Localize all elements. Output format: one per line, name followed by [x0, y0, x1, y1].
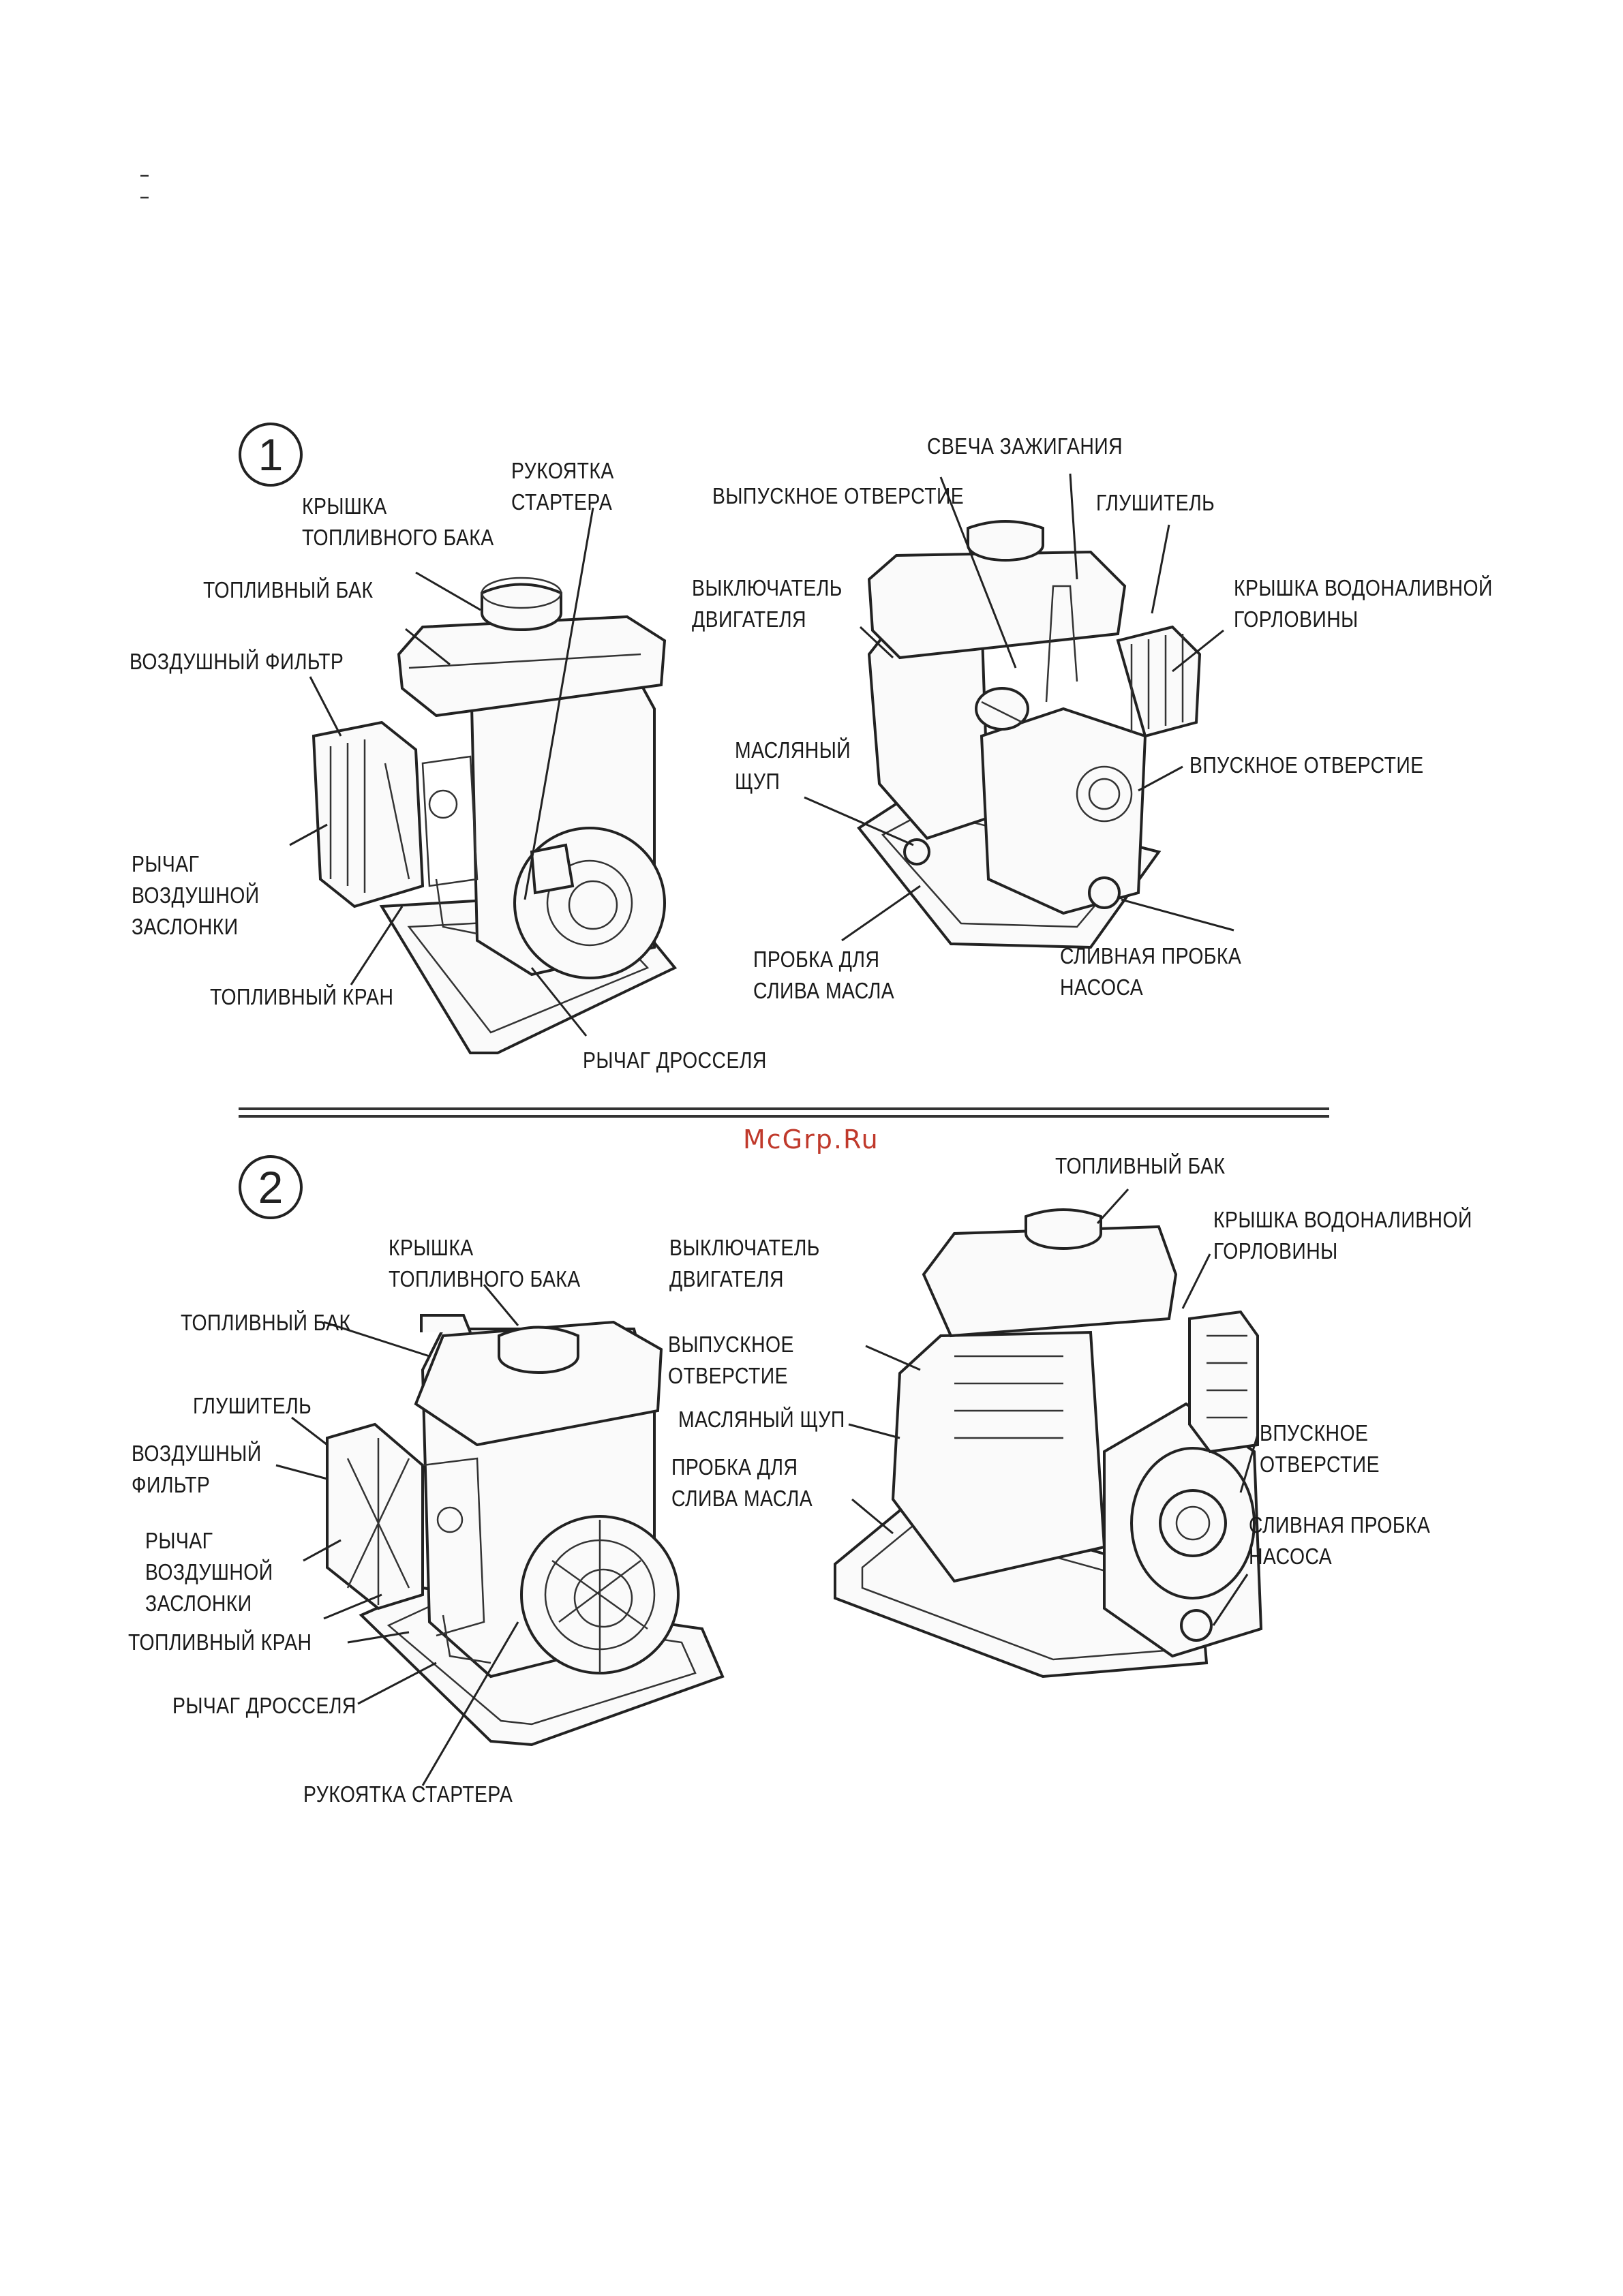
label-pump-drain-2: СЛИВНАЯ ПРОБКА НАСОСА	[1249, 1512, 1431, 1569]
label-fuel-tank-3: ТОПЛИВНЫЙ БАК	[1055, 1153, 1226, 1178]
label-fuel-tank-cap-2: КРЫШКА ТОПЛИВНОГО БАКА	[389, 1235, 581, 1291]
label-inlet: ВПУСКНОЕ ОТВЕРСТИЕ	[1189, 752, 1424, 778]
pump-1-front-drawing	[312, 577, 678, 1054]
label-engine-switch: ВЫКЛЮЧАТЕЛЬ ДВИГАТЕЛЯ	[692, 575, 843, 632]
pump-2-front-drawing	[326, 1314, 725, 1747]
label-starter-handle-2: РУКОЯТКА СТАРТЕРА	[303, 1781, 513, 1807]
watermark: McGrp.Ru	[743, 1124, 879, 1154]
label-dipstick: МАСЛЯНЫЙ ЩУП	[735, 737, 851, 794]
label-air-filter-2: ВОЗДУШНЫЙ ФИЛЬТР	[132, 1441, 262, 1497]
figure-2-leader-lines	[275, 1188, 1259, 1786]
label-starter-handle: РУКОЯТКА СТАРТЕРА	[511, 458, 614, 515]
label-fuel-valve-2: ТОПЛИВНЫЙ КРАН	[128, 1629, 312, 1655]
label-spark-plug: СВЕЧА ЗАЖИГАНИЯ	[927, 433, 1123, 459]
label-fuel-tank: ТОПЛИВНЫЙ БАК	[203, 577, 374, 602]
section-marker-1: 1	[239, 423, 303, 487]
label-outlet: ВЫПУСКНОЕ ОТВЕРСТИЕ	[712, 483, 965, 508]
section-divider-second	[239, 1115, 1329, 1118]
label-choke-lever: РЫЧАГ ВОЗДУШНОЙ ЗАСЛОНКИ	[132, 851, 260, 939]
label-fuel-valve: ТОПЛИВНЫЙ КРАН	[210, 984, 394, 1009]
label-dipstick-2: МАСЛЯНЫЙ ЩУП	[678, 1407, 845, 1432]
label-outlet-2: ВЫПУСКНОЕ ОТВЕРСТИЕ	[668, 1332, 794, 1388]
pump-2-rear-drawing	[834, 1208, 1263, 1679]
label-muffler: ГЛУШИТЕЛЬ	[1096, 490, 1215, 515]
label-throttle-lever: РЫЧАГ ДРОССЕЛЯ	[583, 1047, 767, 1073]
pump-1-rear-drawing	[857, 520, 1202, 949]
label-pump-drain: СЛИВНАЯ ПРОБКА НАСОСА	[1060, 943, 1242, 1000]
label-priming-cap: КРЫШКА ВОДОНАЛИВНОЙ ГОРЛОВИНЫ	[1234, 575, 1493, 632]
label-priming-cap-2: КРЫШКА ВОДОНАЛИВНОЙ ГОРЛОВИНЫ	[1213, 1207, 1472, 1264]
label-engine-switch-2: ВЫКЛЮЧАТЕЛЬ ДВИГАТЕЛЯ	[669, 1235, 820, 1291]
label-choke-lever-2: РЫЧАГ ВОЗДУШНОЙ ЗАСЛОНКИ	[145, 1528, 273, 1616]
label-muffler-2: ГЛУШИТЕЛЬ	[193, 1393, 312, 1418]
section-divider	[239, 1107, 1329, 1110]
label-oil-drain: ПРОБКА ДЛЯ СЛИВА МАСЛА	[753, 947, 895, 1003]
figure-1-leader-lines	[289, 473, 1234, 1037]
label-oil-drain-2: ПРОБКА ДЛЯ СЛИВА МАСЛА	[671, 1454, 813, 1511]
stray-marks	[140, 174, 149, 199]
label-air-filter: ВОЗДУШНЫЙ ФИЛЬТР	[130, 649, 344, 674]
label-throttle-lever-2: РЫЧАГ ДРОССЕЛЯ	[172, 1693, 357, 1718]
label-fuel-tank-cap: КРЫШКА ТОПЛИВНОГО БАКА	[302, 493, 494, 550]
label-fuel-tank-2: ТОПЛИВНЫЙ БАК	[181, 1310, 351, 1335]
label-inlet-2: ВПУСКНОЕ ОТВЕРСТИЕ	[1260, 1420, 1380, 1477]
section-marker-2: 2	[239, 1155, 303, 1219]
